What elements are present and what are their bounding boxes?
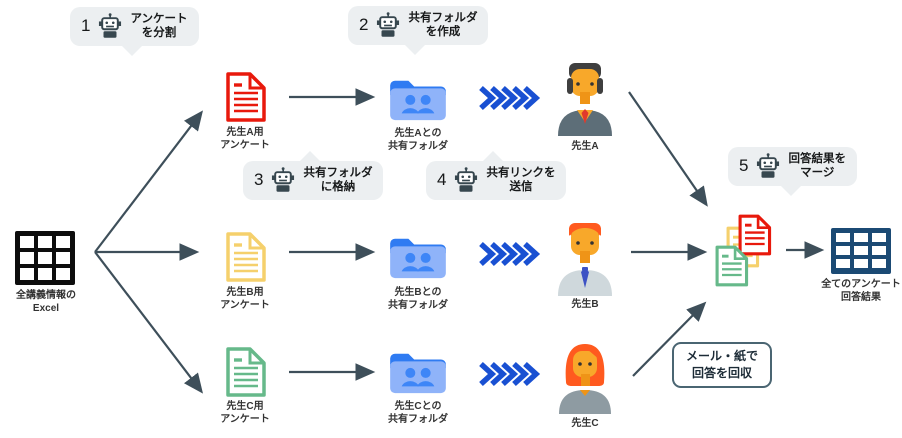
result-excel-label: 全てのアンケート 回答結果 — [804, 278, 902, 304]
result-excel-table-icon — [831, 228, 891, 274]
step-number: 4 — [437, 170, 447, 190]
survey-doc-b-label: 先生B用 アンケート — [200, 286, 290, 312]
robot-icon — [99, 13, 122, 39]
callout-step-4: 4 共有リンクを 送信 — [426, 151, 567, 200]
doc-label-line2: アンケート — [220, 300, 270, 311]
callout-step-5: 5 回答結果を マージ — [728, 147, 857, 196]
chevron-flow-c-icon — [479, 361, 541, 387]
source-excel-label-line1: 全講義情報の — [16, 290, 76, 301]
step-text-line1: 回答結果を — [788, 153, 846, 165]
folder-label-line2: 共有フォルダ — [388, 141, 448, 152]
teacher-c-avatar — [559, 344, 611, 414]
step-number: 1 — [81, 16, 91, 36]
survey-doc-b-icon — [226, 232, 266, 282]
note-box-line1: メール・紙で — [686, 349, 759, 363]
robot-icon — [272, 167, 295, 193]
step-text-line2: 送信 — [509, 181, 533, 194]
doc-label-line1: 先生B用 — [226, 287, 264, 298]
folder-label-line1: 先生Bとの — [394, 287, 442, 298]
robot-icon — [455, 167, 478, 193]
callout-step-3: 3 共有フォルダ に格納 — [243, 151, 384, 200]
doc-label-line1: 先生A用 — [226, 127, 264, 138]
teacher-b-avatar — [558, 223, 612, 296]
step-text-line1: アンケート — [130, 13, 188, 25]
teacher-b-label: 先生B — [571, 299, 599, 310]
doc-label-line2: アンケート — [220, 140, 270, 151]
step-text-line1: 共有リンクを — [486, 167, 556, 179]
shared-folder-a-label: 先生Aとの 共有フォルダ — [373, 127, 463, 153]
arrow-teacher-a-to-stack — [628, 91, 708, 207]
result-excel-label-line2: 回答結果 — [841, 292, 881, 303]
step-number: 5 — [739, 156, 749, 176]
teacher-c-label: 先生C — [571, 418, 599, 429]
chevron-flow-b-icon — [479, 241, 541, 267]
step-text: アンケート を分割 — [130, 12, 187, 41]
stack-doc-green-icon — [715, 245, 749, 287]
folder-label-line1: 先生Aとの — [394, 128, 442, 139]
note-box-line2: 回答を回収 — [692, 365, 753, 380]
shared-folder-b-label: 先生Bとの 共有フォルダ — [373, 286, 463, 312]
survey-doc-c-icon — [226, 347, 266, 397]
source-excel-label-line2: Excel — [32, 303, 60, 314]
robot-icon — [757, 153, 780, 179]
shared-folder-c-label: 先生Cとの 共有フォルダ — [373, 400, 463, 426]
step-number: 3 — [254, 170, 264, 190]
shared-folder-b-icon — [390, 238, 446, 279]
step-text-line2: に格納 — [320, 181, 356, 194]
survey-doc-c-label: 先生C用 アンケート — [200, 400, 290, 426]
chevron-flow-a-icon — [479, 85, 541, 111]
step-text-line2: を分割 — [141, 27, 177, 40]
arrow-source-to-doc-a — [94, 110, 204, 253]
step-text-line2: マージ — [800, 167, 835, 180]
step-number: 2 — [359, 15, 369, 35]
teacher-a-avatar — [558, 63, 612, 136]
shared-folder-c-icon — [390, 353, 446, 394]
step-text: 共有フォルダ に格納 — [303, 166, 372, 195]
folder-label-line2: 共有フォルダ — [388, 300, 448, 311]
step-text-line1: 共有フォルダ — [408, 12, 478, 24]
source-excel-label: 全講義情報の Excel — [0, 289, 92, 315]
step-text-line1: 共有フォルダ — [303, 167, 373, 179]
step-text: 共有リンクを 送信 — [486, 166, 555, 195]
result-excel-label-line1: 全てのアンケート — [821, 279, 901, 290]
teacher-a-label: 先生A — [571, 141, 599, 152]
survey-doc-a-icon — [226, 72, 266, 122]
source-excel-table-icon — [15, 231, 75, 285]
mail-paper-note-box: メール・紙で 回答を回収 — [672, 342, 773, 388]
step-text: 回答結果を マージ — [788, 152, 846, 181]
callout-step-1: 1 アンケート を分割 — [70, 7, 199, 56]
folder-label-line1: 先生Cとの — [394, 401, 442, 412]
callout-step-2: 2 共有フォルダ を作成 — [348, 6, 489, 55]
step-text: 共有フォルダ を作成 — [408, 11, 477, 40]
doc-label-line1: 先生C用 — [226, 401, 264, 412]
robot-icon — [377, 12, 400, 38]
merged-docs-stack-icon — [713, 213, 791, 295]
survey-doc-a-label: 先生A用 アンケート — [200, 126, 290, 152]
step-text-line2: を作成 — [425, 26, 461, 39]
shared-folder-a-icon — [390, 80, 446, 121]
doc-label-line2: アンケート — [220, 414, 270, 425]
folder-label-line2: 共有フォルダ — [388, 414, 448, 425]
arrow-teacher-c-to-stack — [632, 301, 707, 377]
stack-doc-red-icon — [738, 214, 772, 256]
arrow-source-to-doc-c — [94, 251, 204, 394]
